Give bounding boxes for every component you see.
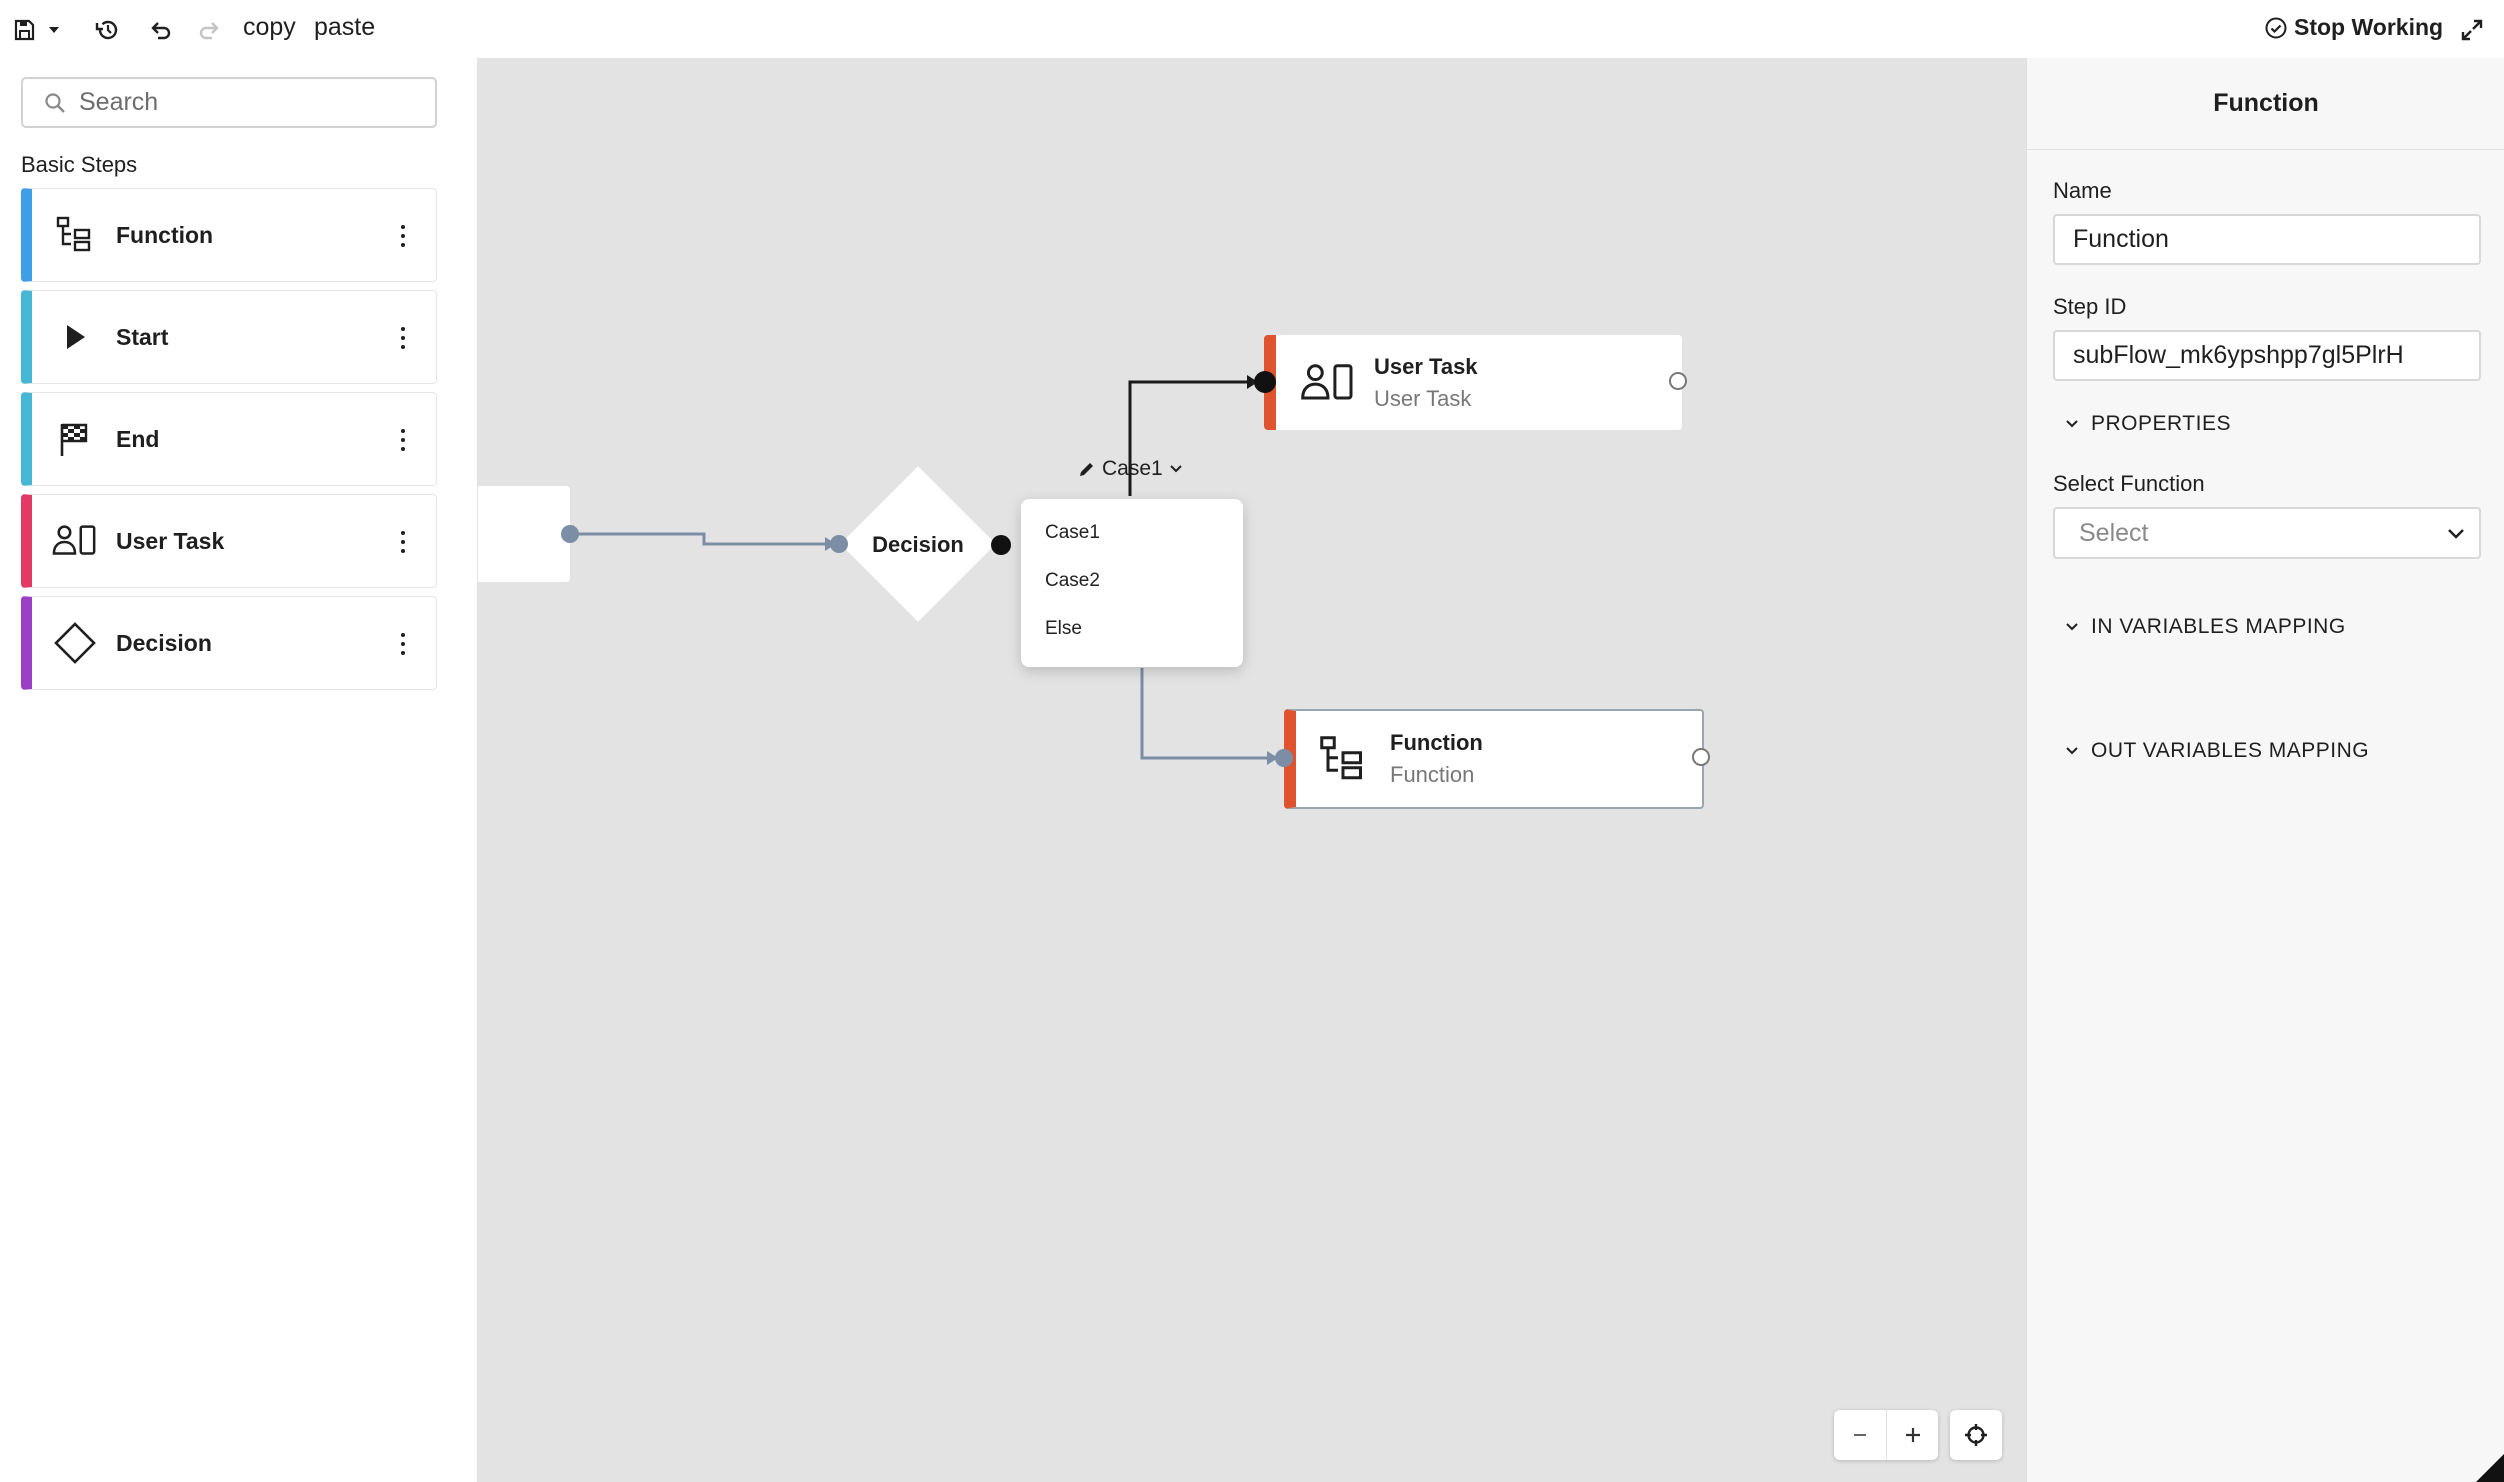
select-function-label: Select Function (2053, 471, 2205, 496)
step-label: Start (116, 323, 169, 350)
out-variables-section-label: OUT VARIABLES MAPPING (2091, 739, 2370, 762)
function-node[interactable]: Function Function (1284, 709, 1704, 809)
function-icon (52, 212, 98, 258)
more-options-icon[interactable] (400, 531, 406, 553)
steps-palette: Basic Steps Function Start End User Task… (0, 58, 478, 1482)
properties-section-toggle[interactable]: PROPERTIES (2065, 412, 2231, 436)
fullscreen-button[interactable] (2456, 14, 2488, 46)
in-variables-section-label: IN VARIABLES MAPPING (2091, 615, 2346, 638)
function-node-title: Function (1390, 730, 1483, 755)
more-options-icon[interactable] (400, 633, 406, 655)
step-function[interactable]: Function (21, 188, 437, 282)
more-options-icon[interactable] (400, 225, 406, 247)
history-icon (95, 20, 118, 40)
function-icon (1318, 734, 1368, 784)
function-node-subtitle: Function (1390, 762, 1475, 787)
undo-button[interactable] (144, 14, 176, 46)
select-function-value: Select (2079, 518, 2149, 547)
case-dropdown-menu: Case1 Case2 Else (1021, 499, 1243, 667)
save-options-dropdown[interactable] (46, 20, 62, 40)
search-icon (45, 92, 65, 113)
history-button[interactable] (92, 14, 124, 46)
stop-working-label: Stop Working (2294, 14, 2444, 40)
resize-corner[interactable] (2476, 1454, 2504, 1482)
save-button[interactable] (10, 16, 38, 44)
connectors (570, 375, 1278, 765)
chevron-down-icon (2448, 529, 2464, 539)
diamond-icon (52, 620, 98, 666)
decision-output-port[interactable] (991, 535, 1011, 555)
search-box[interactable] (21, 77, 437, 128)
decision-node-label: Decision (872, 532, 964, 557)
panel-title: Function (2027, 58, 2504, 150)
more-options-icon[interactable] (400, 429, 406, 451)
step-end[interactable]: End (21, 392, 437, 486)
previous-node[interactable] (478, 486, 570, 582)
user-task-output-port[interactable] (1669, 372, 1687, 390)
case-option-case2[interactable]: Case2 (1045, 570, 1100, 591)
case-option-else[interactable]: Else (1045, 618, 1082, 639)
user-task-node-subtitle: User Task (1374, 385, 1472, 411)
fit-view-group (1950, 1410, 2002, 1460)
chevron-down-icon (1169, 465, 1182, 473)
step-label: User Task (116, 527, 225, 554)
chevron-down-icon (2066, 747, 2078, 755)
chevron-down-icon (2066, 420, 2078, 428)
properties-section-label: PROPERTIES (2091, 412, 2231, 435)
function-input-port[interactable] (1275, 749, 1293, 767)
redo-icon (199, 22, 219, 40)
user-task-icon (52, 518, 98, 564)
minus-icon (1854, 1434, 1866, 1436)
play-icon (52, 314, 98, 360)
name-label: Name (2053, 178, 2112, 203)
user-task-node[interactable]: User Task User Task (1264, 335, 1682, 430)
more-options-icon[interactable] (400, 327, 406, 349)
flag-icon (52, 416, 98, 462)
expand-icon (2461, 19, 2483, 41)
pencil-icon (1080, 463, 1093, 476)
zoom-in-button[interactable] (1886, 1410, 1938, 1460)
in-variables-section-toggle[interactable]: IN VARIABLES MAPPING (2065, 615, 2346, 639)
paste-button[interactable]: paste (314, 13, 376, 41)
step-id-label: Step ID (2053, 294, 2127, 319)
decision-input-port[interactable] (830, 535, 848, 553)
step-decision[interactable]: Decision (21, 596, 437, 690)
user-task-icon (1298, 360, 1358, 406)
toolbar: copy paste Stop Working (0, 0, 2504, 58)
step-start[interactable]: Start (21, 290, 437, 384)
user-task-input-port[interactable] (1254, 371, 1276, 393)
section-title-basic-steps: Basic Steps (21, 152, 138, 177)
case-selector-label: Case1 (1102, 457, 1163, 480)
undo-icon (151, 22, 171, 40)
step-user-task[interactable]: User Task (21, 494, 437, 588)
stop-working-button[interactable]: Stop Working (2264, 14, 2443, 41)
name-field[interactable]: Function (2053, 214, 2481, 265)
fit-view-button[interactable] (1950, 1410, 2002, 1460)
redo-button[interactable] (194, 14, 226, 46)
plus-icon (1905, 1428, 1920, 1442)
step-label: Function (116, 221, 214, 248)
case-option-case1[interactable]: Case1 (1045, 522, 1100, 543)
previous-node-output-port[interactable] (561, 525, 579, 543)
step-id-field[interactable]: subFlow_mk6ypshpp7gl5PlrH (2053, 330, 2481, 381)
select-function-dropdown[interactable]: Select (2053, 507, 2481, 559)
search-input[interactable] (79, 88, 409, 117)
copy-button[interactable]: copy (243, 13, 296, 41)
zoom-controls (1834, 1410, 1938, 1460)
properties-panel: Function Name Function Step ID subFlow_m… (2026, 58, 2504, 1482)
check-circle-icon (2265, 17, 2287, 38)
out-variables-section-toggle[interactable]: OUT VARIABLES MAPPING (2065, 739, 2369, 763)
flow-canvas[interactable]: Decision Case1 Case1 Case2 Else User Tas… (478, 58, 2026, 1482)
crosshair-icon (1965, 1424, 1987, 1446)
zoom-out-button[interactable] (1834, 1410, 1886, 1460)
function-output-port[interactable] (1692, 748, 1710, 766)
save-icon (14, 19, 35, 41)
case-selector[interactable]: Case1 (1078, 457, 1183, 481)
user-task-node-title: User Task (1374, 353, 1478, 379)
caret-down-icon (49, 27, 59, 33)
chevron-down-icon (2066, 623, 2078, 631)
step-label: Decision (116, 629, 212, 656)
step-label: End (116, 425, 160, 452)
